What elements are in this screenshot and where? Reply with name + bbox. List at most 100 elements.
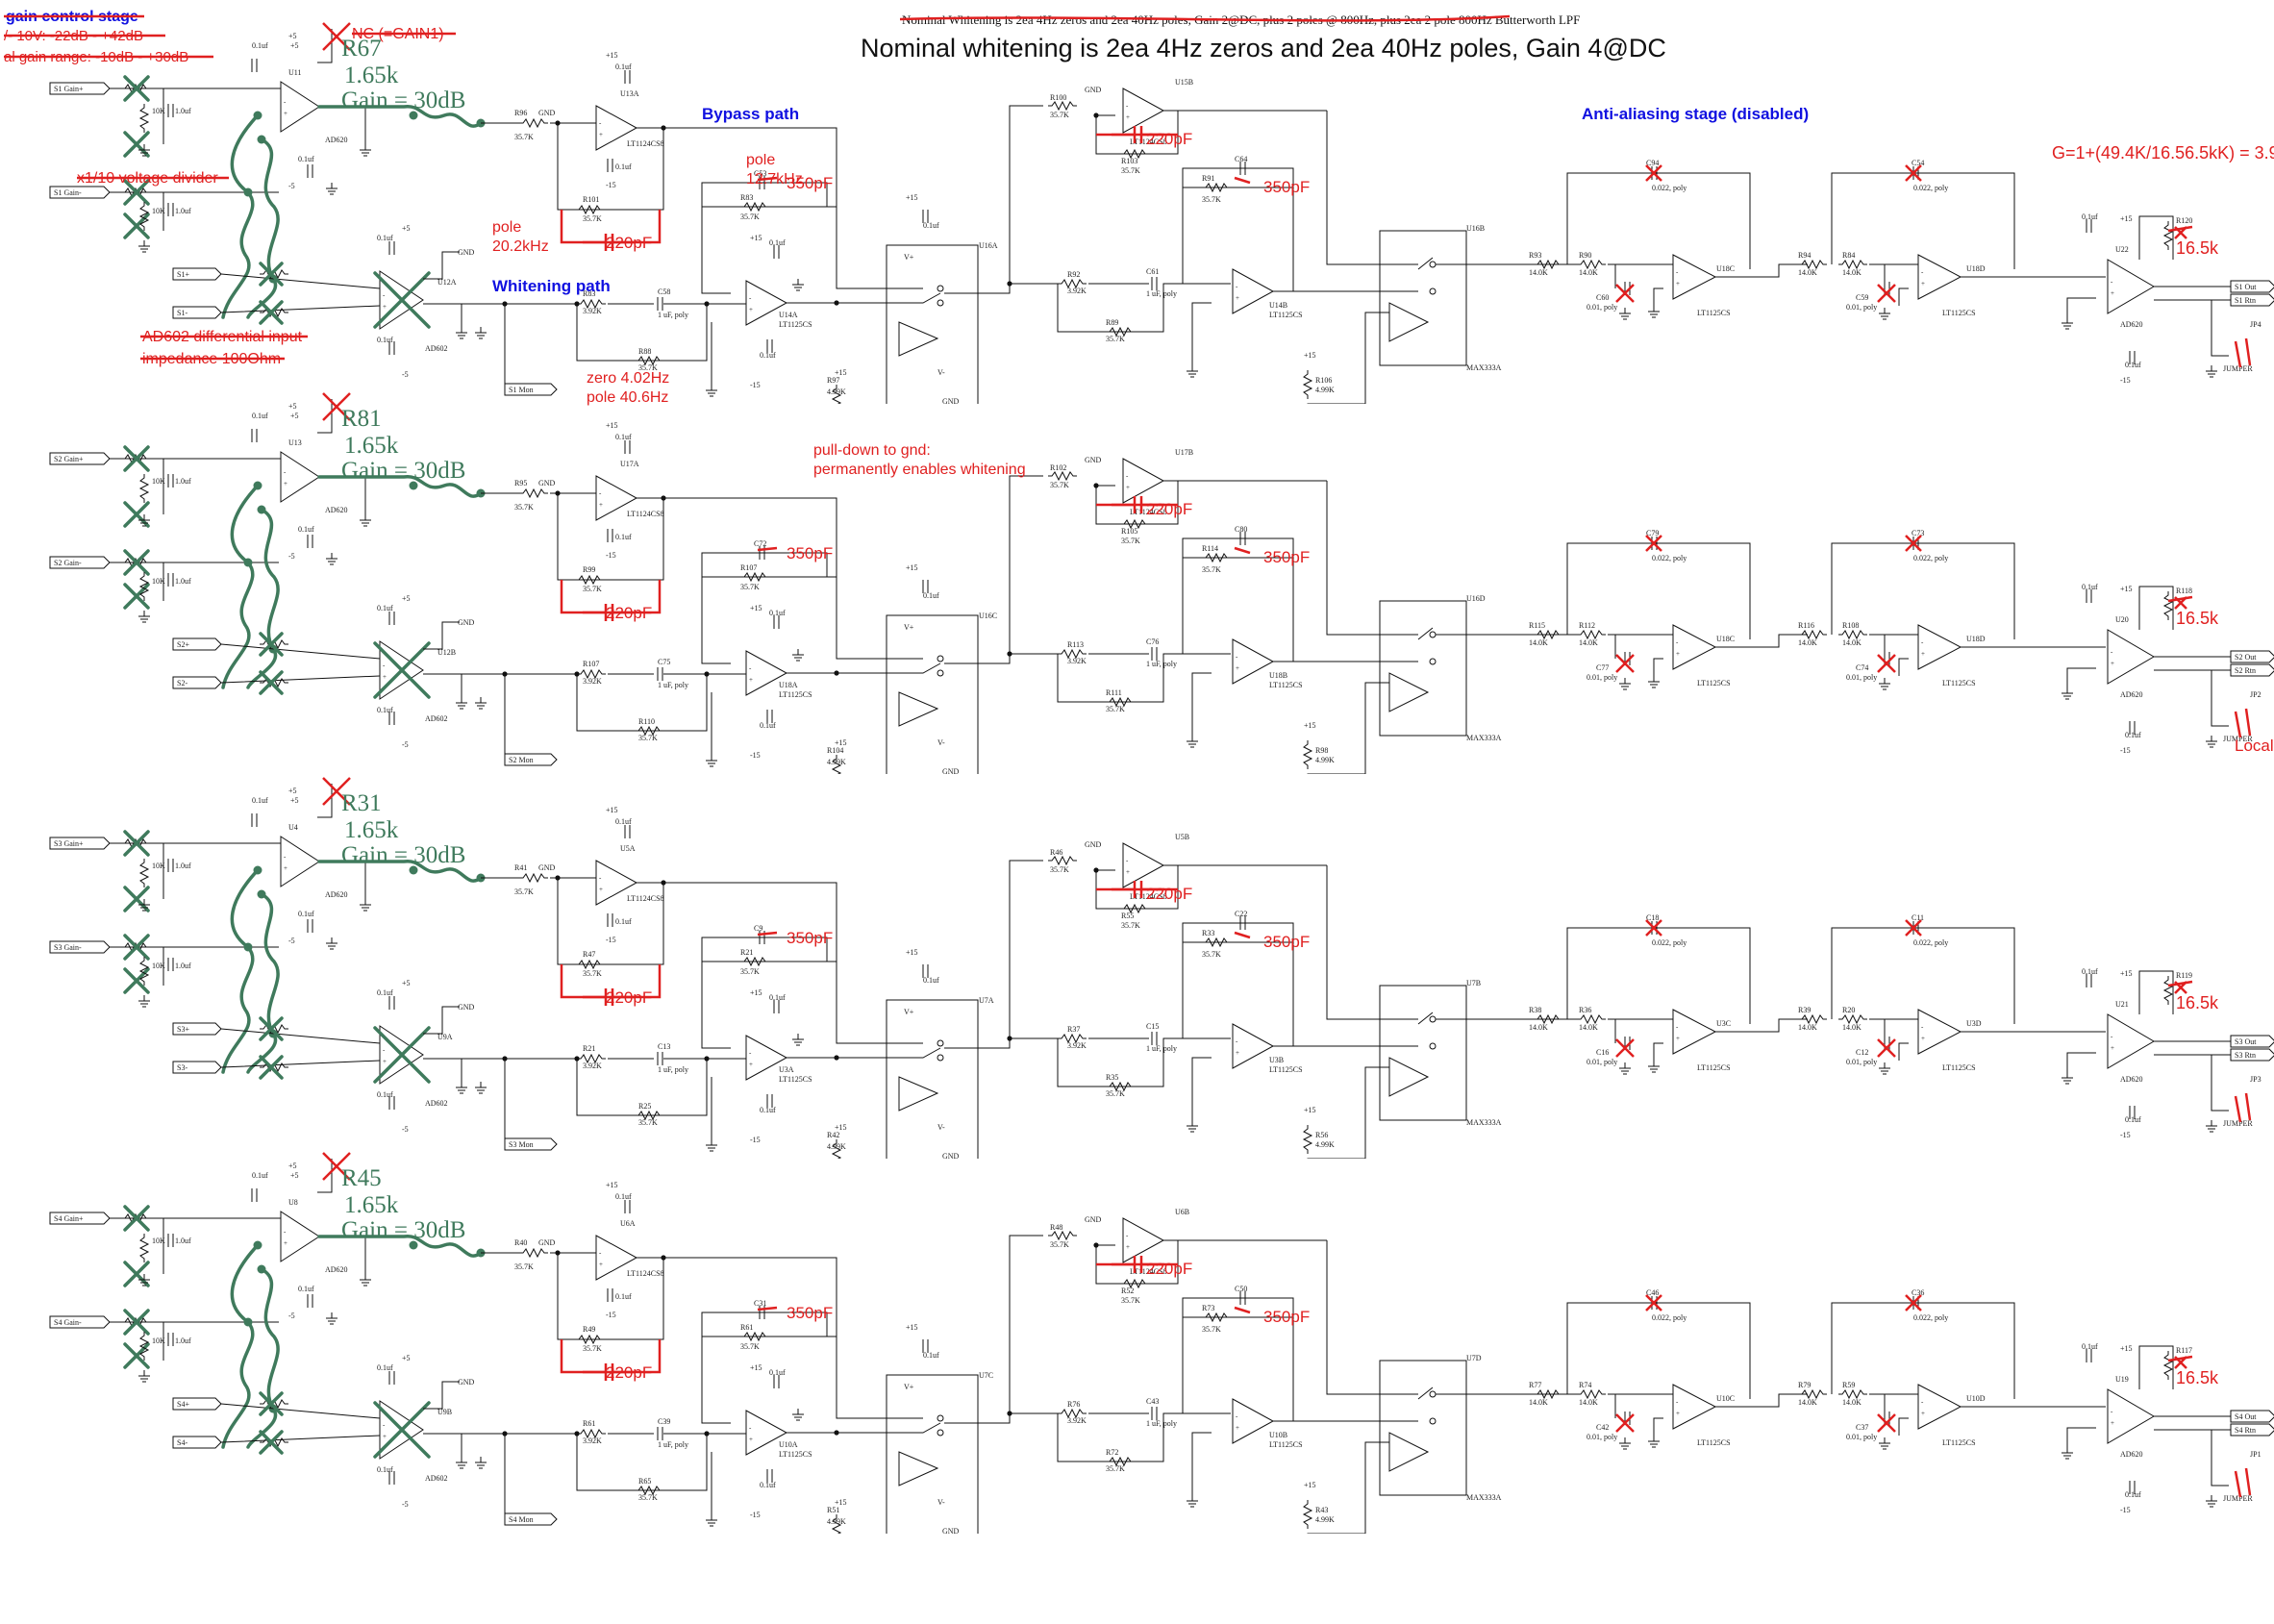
cap-value: 1.0uf (175, 107, 191, 115)
supply-label: -15 (750, 381, 761, 389)
resistor (2162, 976, 2174, 1005)
bypass-amp-part: LT1124CS8 (1130, 892, 1167, 901)
cap-value: 1 uF, poly (1146, 1419, 1177, 1428)
cap-refdes: C15 (1146, 1022, 1159, 1031)
resistor-value: 35.7K (583, 585, 602, 593)
svg-text:-: - (1921, 268, 1924, 276)
cap-value: 0.022, poly (1652, 184, 1687, 192)
resistor-refdes: R48 (1050, 1223, 1062, 1232)
gain-resistor-refdes: R67 (341, 36, 382, 62)
resistor-refdes: R51 (827, 1506, 839, 1514)
supply-label: +15 (835, 1123, 847, 1132)
supply-label: +15 (2120, 1344, 2133, 1353)
supply-label: +15 (606, 1181, 618, 1189)
cap-value: 1.0uf (175, 1237, 191, 1245)
output-port-label: S4 Out (2235, 1412, 2257, 1421)
resistor (121, 187, 150, 198)
resistor-refdes: R97 (827, 376, 839, 385)
resistor (635, 355, 663, 366)
vga-refdes: U12B (437, 648, 456, 657)
signal-plus-port (172, 267, 222, 281)
resistor-value: 35.7K (1050, 865, 1069, 874)
whitening-refdes: U14A (779, 311, 798, 319)
supply-label: -15 (2120, 1506, 2131, 1514)
supply-label: -15 (750, 1511, 761, 1519)
svg-text:+: + (2111, 1419, 2114, 1427)
cap-value: 0.022, poly (1652, 1313, 1687, 1322)
capacitor (2129, 1481, 2136, 1494)
buffer-amp (595, 475, 638, 521)
resistor (1058, 278, 1087, 289)
lowpass-refdes: U18B (1269, 671, 1287, 680)
ground-symbol (792, 279, 804, 291)
svg-text:-: - (1676, 1023, 1679, 1031)
crossed-out-icon (322, 22, 351, 51)
resistor (1798, 259, 1827, 270)
resistor-value: 14.0K (1798, 268, 1817, 277)
resistor (1202, 937, 1231, 948)
cap-220pf: 220pF (606, 604, 652, 622)
cap-value: 1.0uf (175, 862, 191, 870)
capacitor (307, 919, 313, 933)
resistor-refdes: R83 (740, 193, 753, 202)
resistor (740, 1331, 769, 1342)
cap-value: 0.1uf (769, 609, 786, 617)
whitening-amp (745, 1410, 788, 1456)
resistor-refdes: R104 (827, 746, 843, 755)
gain-res-refdes: R119 (2176, 971, 2192, 980)
crossed-out-icon (1877, 1038, 1896, 1058)
zero-note: zero 4.02Hz (587, 370, 669, 387)
svg-text:+: + (1676, 1410, 1680, 1417)
gain-resistor-refdes: R45 (341, 1165, 382, 1191)
ground-symbol (2206, 1120, 2217, 1133)
capacitor (1239, 916, 1246, 930)
svg-text:+: + (1126, 113, 1130, 121)
supply-label: +5 (402, 1354, 411, 1362)
supply-label: -15 (606, 181, 616, 189)
resistor (1534, 629, 1562, 640)
gain-resistor-value: 1.65k (344, 62, 399, 88)
buffer-part: LT1124CS8 (627, 1269, 664, 1278)
gain-plus-port (49, 1212, 111, 1225)
capacitor (167, 1234, 174, 1247)
vga-refdes: U9B (437, 1408, 452, 1416)
cap-refdes: C58 (658, 287, 670, 296)
resistor-value: 14.0K (1842, 268, 1862, 277)
cap-value: 0.1uf (923, 591, 939, 600)
gain-resistor-refdes: R81 (341, 406, 382, 432)
capacitor (766, 1094, 773, 1108)
buffer-part: LT1124CS8 (627, 139, 664, 148)
gain-resistor-refdes: R31 (341, 790, 382, 816)
cap-350pf: 350pF (787, 174, 833, 192)
svg-text:Local: Local (2235, 737, 2274, 755)
resistor (577, 668, 606, 680)
svg-text:-: - (1921, 1023, 1924, 1031)
capacitor (388, 1371, 395, 1385)
cap-value: 0.022, poly (1652, 554, 1687, 562)
gnd-label: GND (538, 863, 556, 872)
resistor-refdes: R92 (1067, 270, 1080, 279)
ground-symbol (475, 1082, 487, 1094)
lowpass-part: LT1125CS (1269, 1440, 1303, 1449)
gain-minus-port (49, 1315, 111, 1329)
cap-value: 0.1uf (769, 993, 786, 1002)
crossed-out-icon (259, 1391, 284, 1416)
pole-12k-a: pole (746, 154, 775, 168)
switch-refdes: U16C (979, 612, 997, 620)
svg-text:-: - (1236, 283, 1238, 290)
switch-driver (898, 321, 939, 357)
resistor-value: 35.7K (514, 1262, 534, 1271)
bypass-amp (1122, 458, 1165, 504)
gain-resistor-value: 1.65k (344, 1192, 399, 1218)
svg-text:+: + (1921, 280, 1925, 287)
ground-symbol (326, 183, 337, 195)
cap-refdes: C42 (1596, 1423, 1609, 1432)
gnd-label: GND (1085, 86, 1102, 94)
whitening-part: LT1125CS (779, 1450, 812, 1459)
cap-value: 0.1uf (252, 1171, 268, 1180)
crossed-out-icon (123, 967, 150, 994)
cap-value: 0.1uf (923, 976, 939, 985)
svg-text:+: + (2111, 289, 2114, 297)
ground-symbol (1619, 678, 1631, 690)
gain-minus-port-label: S3 Gain- (54, 943, 82, 952)
